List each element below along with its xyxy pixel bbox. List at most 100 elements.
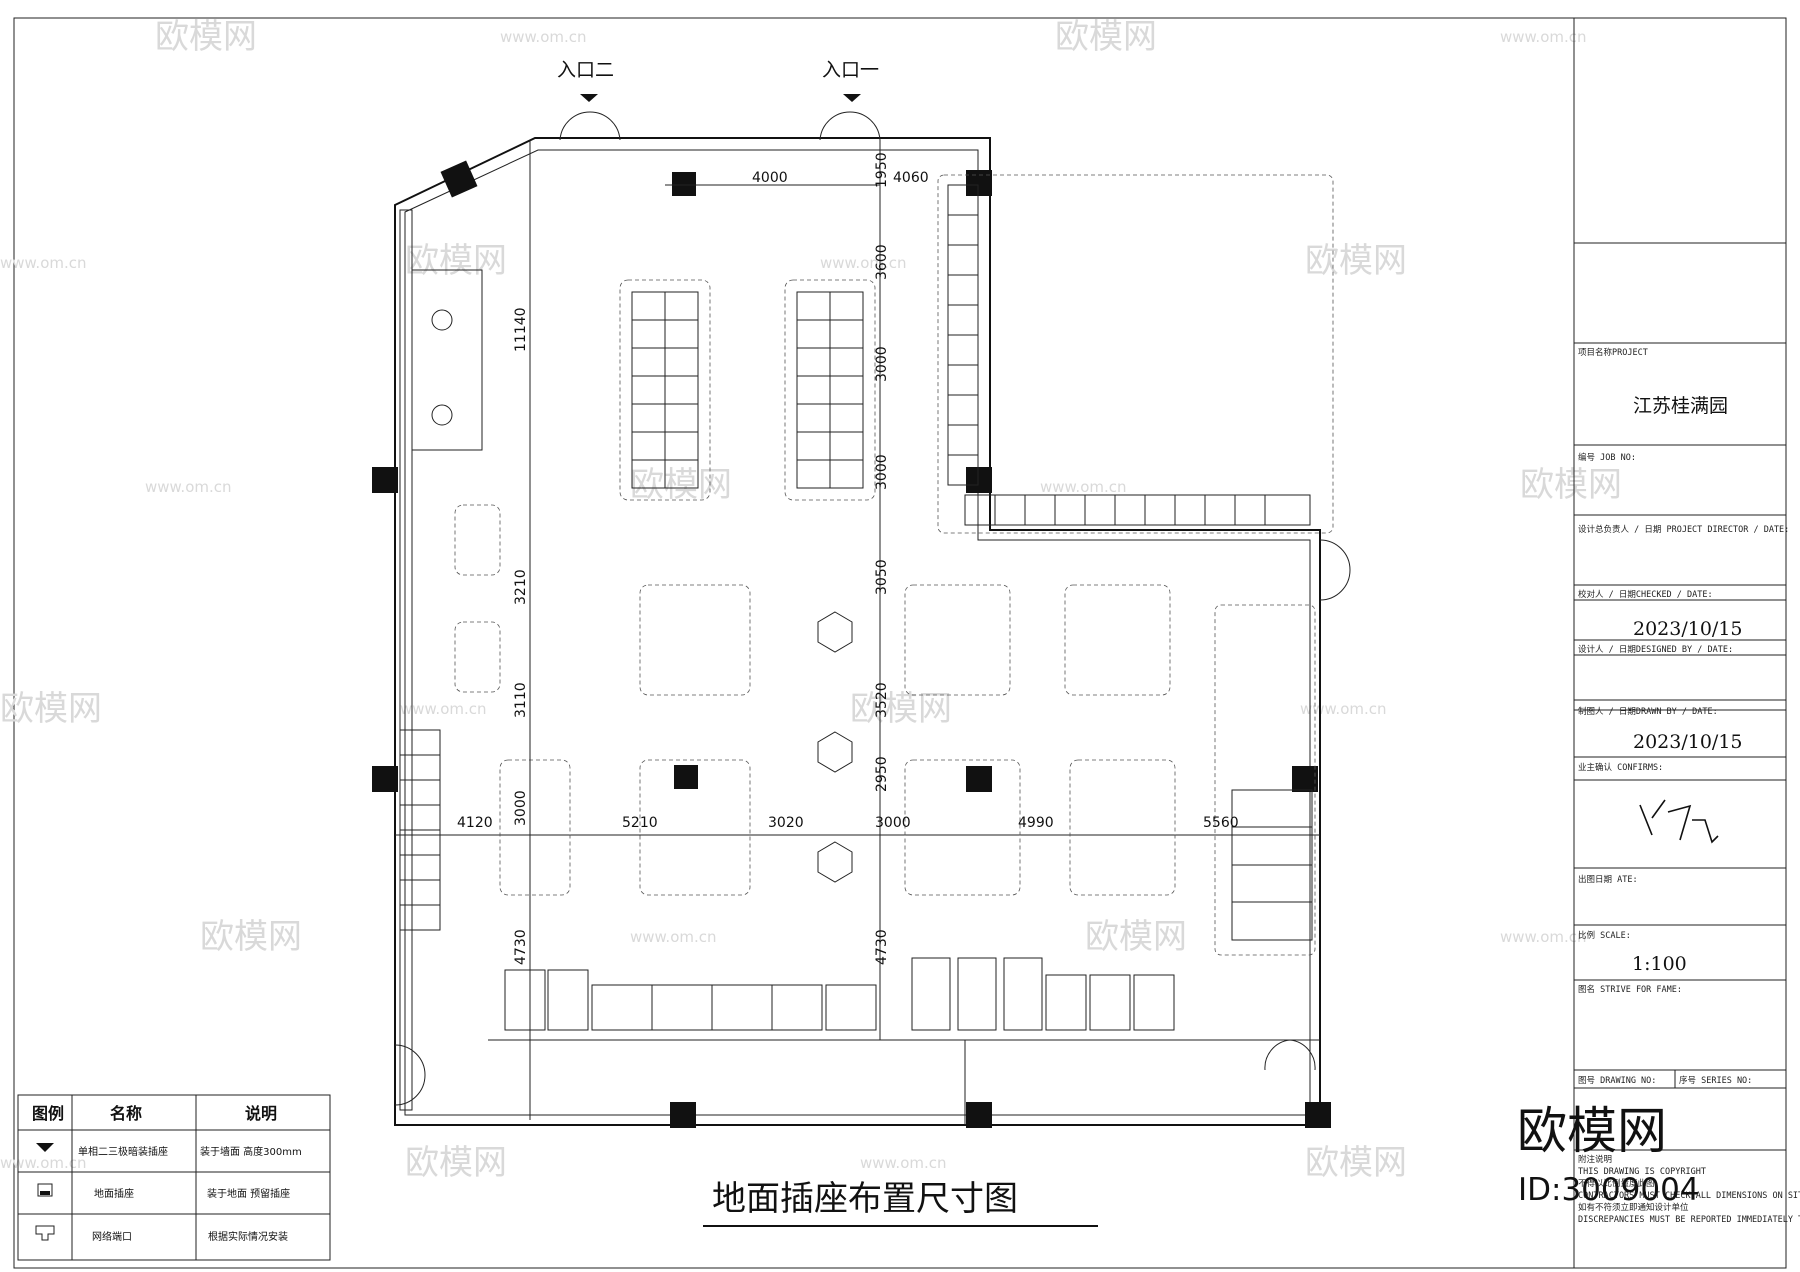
watermark-brand: 欧模网 (1055, 17, 1157, 57)
checked-date: 2023/10/15 (1633, 618, 1743, 640)
dim-row-5560: 5560 (1203, 815, 1239, 831)
scale-value: 1:100 (1632, 953, 1687, 975)
drawn-label: 制图人 / 日期DRAWN BY / DATE: (1578, 706, 1718, 717)
display-table (454, 504, 501, 576)
watermark-url: www.om.cn (400, 700, 487, 718)
legend-header-desc: 说明 (245, 1104, 277, 1123)
shelf-block-left (619, 279, 711, 501)
drawing-name-label: 图名 STRIVE FOR FAME: (1578, 984, 1682, 995)
dim-mid-3000a: 3000 (874, 346, 890, 382)
watermark-brand: 欧模网 (1305, 241, 1407, 281)
note-line: 如有不符须立即通知设计单位 (1578, 1202, 1689, 1213)
legend-row-desc: 根据实际情况安装 (208, 1230, 288, 1243)
arrow-down-icon (843, 94, 861, 102)
watermark-brand: 欧模网 (850, 689, 952, 729)
watermark-url: www.om.cn (820, 254, 907, 272)
sheet-border (13, 17, 1787, 1269)
legend-table: 图例 名称 说明 单相二三极暗装插座 装于墙面 高度300mm 地面插座 装于地… (17, 1094, 331, 1261)
structural-column (372, 467, 398, 493)
structural-column (1305, 1102, 1331, 1128)
dim-mid-3600: 3600 (874, 244, 890, 280)
drawn-date: 2023/10/15 (1633, 731, 1743, 753)
arrow-down-icon (580, 94, 598, 102)
note-line: 不得以比例量度此图 (1578, 1178, 1655, 1189)
structural-column (670, 1102, 696, 1128)
hexagon-table (817, 611, 853, 653)
floor-plan: 入口二 入口一 (372, 59, 1351, 1128)
bottom-equipment-row (504, 957, 1175, 1031)
dim-row-5210: 5210 (622, 815, 658, 831)
wall-cabinet-strip (399, 209, 413, 1111)
dim-left-4730: 4730 (513, 929, 529, 965)
watermark-url: www.om.cn (1500, 928, 1587, 946)
watermark-url: www.om.cn (1040, 478, 1127, 496)
title-block: 项目名称PROJECT 江苏桂满园 编号 JOB NO: 设计总负责人 / 日期… (1517, 18, 1800, 1268)
legend-row-desc: 装于墙面 高度300mm (200, 1145, 302, 1158)
structural-column (674, 765, 698, 789)
watermark-brand: 欧模网 (0, 689, 102, 729)
watermark-url: www.om.cn (1300, 700, 1387, 718)
display-table (1064, 584, 1171, 696)
structural-column (966, 1102, 992, 1128)
watermark-url: www.om.cn (0, 254, 87, 272)
director-label: 设计总负责人 / 日期 PROJECT DIRECTOR / DATE: (1578, 524, 1789, 535)
floor-socket-icon (37, 1183, 53, 1197)
dim-left-3000: 3000 (513, 790, 529, 826)
legend-row-name: 地面插座 (94, 1187, 134, 1200)
project-name: 江苏桂满园 (1633, 395, 1728, 417)
display-table (639, 584, 751, 696)
cashier-counter (411, 269, 483, 451)
dim-mid-2950: 2950 (874, 756, 890, 792)
watermark-brand: 欧模网 (200, 917, 302, 957)
entrance-two-label: 入口二 (557, 59, 614, 81)
wall-socket-icon (36, 1143, 54, 1152)
structural-column (440, 160, 478, 198)
signature-mark (1639, 799, 1719, 844)
dim-top-4000: 4000 (752, 170, 788, 186)
dim-top-4060: 4060 (893, 170, 929, 186)
inner-wall (404, 149, 1311, 1116)
watermark-url: www.om.cn (500, 28, 587, 46)
structural-column (966, 766, 992, 792)
display-table (1069, 759, 1176, 896)
drawing-no-label: 图号 DRAWING NO: (1578, 1076, 1656, 1086)
watermark-brand: 欧模网 (1085, 917, 1187, 957)
side-door (1264, 1039, 1316, 1071)
chair-icon (431, 404, 453, 426)
watermark-brand: 欧模网 (155, 17, 257, 57)
side-door (1319, 539, 1351, 601)
wall-cabinet-area (1214, 604, 1316, 956)
watermark-url: www.om.cn (1500, 28, 1587, 46)
shelf-block-right (784, 279, 876, 501)
job-no-label: 编号 JOB NO: (1578, 452, 1636, 463)
dim-mid-4730: 4730 (874, 929, 890, 965)
watermark-url: www.om.cn (0, 1154, 87, 1172)
display-table (499, 759, 571, 896)
brand-id: ID:3009004 (1518, 1172, 1700, 1208)
dim-row-4120: 4120 (457, 815, 493, 831)
display-table (904, 759, 1021, 896)
legend-header-icon: 图例 (32, 1104, 64, 1123)
dim-left-11140: 11140 (513, 307, 529, 352)
brand-logo-text: 欧模网 (1517, 1102, 1667, 1160)
legend-row-desc: 装于地面 预留插座 (207, 1187, 290, 1200)
watermark-brand: 欧模网 (1520, 465, 1622, 505)
watermark-brand: 欧模网 (405, 241, 507, 281)
wall-shelving-l (937, 174, 1334, 534)
scale-label: 比例 SCALE: (1578, 930, 1631, 941)
issue-date-label: 出图日期 ATE: (1578, 874, 1638, 885)
designed-label: 设计人 / 日期DESIGNED BY / DATE: (1578, 644, 1733, 655)
watermark-layer: 欧模网 www.om.cn 欧模网 www.om.cn www.om.cn 欧模… (0, 17, 1622, 1183)
entrance-one-label: 入口一 (822, 59, 879, 81)
legend-row-name: 单相二三极暗装插座 (78, 1145, 168, 1158)
structural-column (372, 766, 398, 792)
watermark-brand: 欧模网 (630, 465, 732, 505)
checked-label: 校对人 / 日期CHECKED / DATE: (1578, 589, 1713, 600)
watermark-url: www.om.cn (630, 928, 717, 946)
dim-left-3210: 3210 (513, 569, 529, 605)
series-no-label: 序号 SERIES NO: (1679, 1075, 1752, 1086)
dim-row-3020: 3020 (768, 815, 804, 831)
left-display-shelves (399, 729, 441, 931)
legend-row-name: 网络端口 (92, 1230, 132, 1243)
